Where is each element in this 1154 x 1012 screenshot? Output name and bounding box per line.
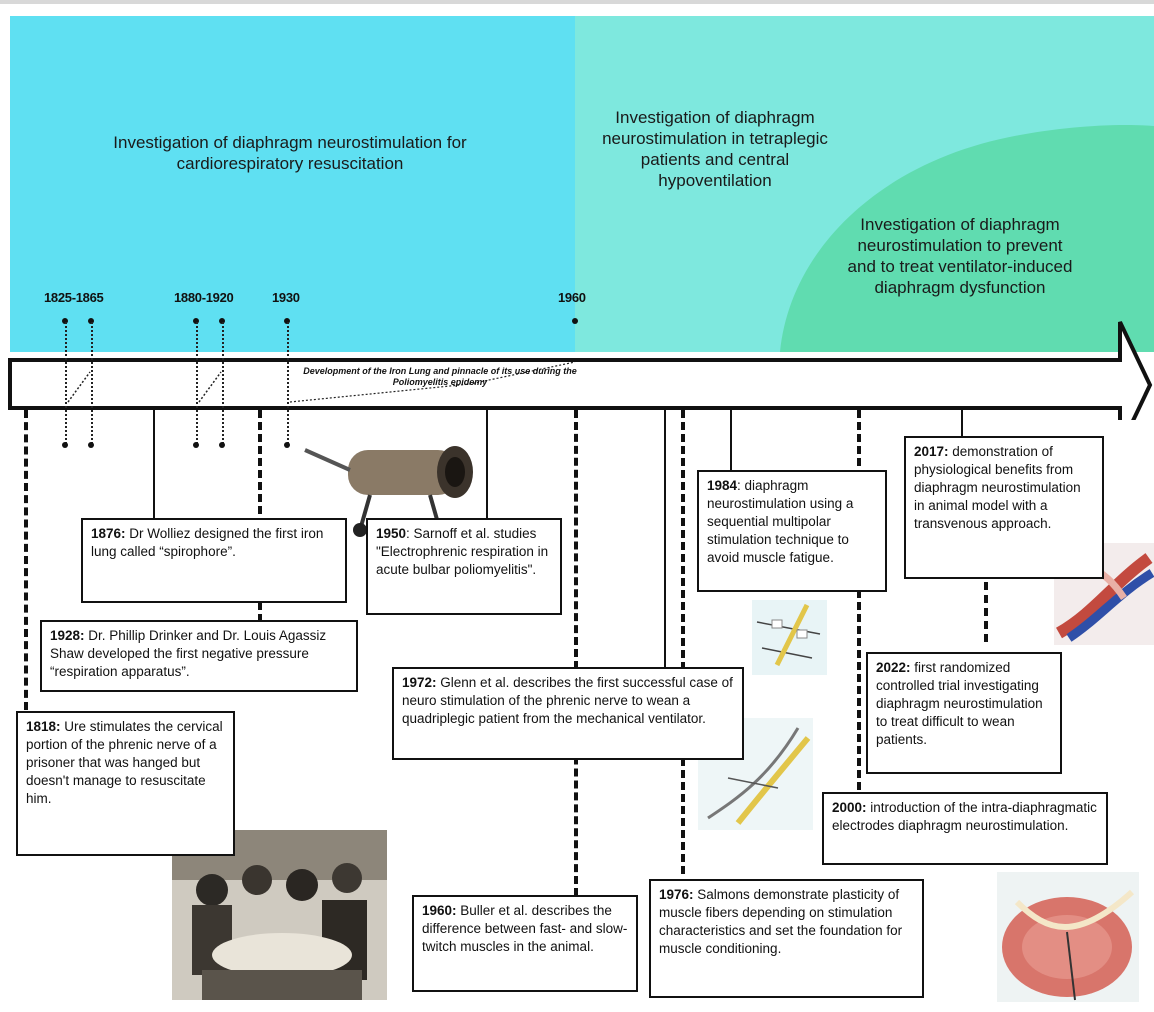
connector-2017: [961, 410, 963, 438]
phase-heading-2: Investigation of diaphragm neurostimulat…: [602, 108, 828, 190]
connector-1876: [153, 410, 155, 518]
event-text: Dr Wolliez designed the first iron lung …: [91, 526, 324, 559]
event-1928: 1928: Dr. Phillip Drinker and Dr. Louis …: [40, 620, 358, 692]
event-text: Buller et al. describes the difference b…: [422, 903, 628, 954]
year-label-1930: 1930: [272, 290, 300, 305]
event-text: introduction of the intra-diaphragmatic …: [832, 800, 1097, 833]
marker-stem-1825: [65, 322, 67, 444]
phase-band-3: [780, 124, 1154, 352]
event-text: Glenn et al. describes the first success…: [402, 675, 733, 726]
connector-1984: [730, 410, 732, 470]
connector-1818: [24, 410, 28, 710]
marker-dot-1930: [284, 318, 290, 324]
event-text: demonstration of physiological benefits …: [914, 444, 1081, 531]
connector-1972: [664, 410, 666, 668]
diaphragm-muscle-icon: [997, 872, 1139, 1002]
event-year: 1818:: [26, 719, 61, 734]
event-year: 1976:: [659, 887, 694, 902]
marker-dot-1865: [88, 318, 94, 324]
marker-stem-1880: [196, 322, 198, 444]
connector-1976: [681, 410, 685, 874]
top-border: [0, 0, 1154, 4]
timeline-arrow: [8, 321, 1153, 420]
event-text: Salmons demonstrate plasticity of muscle…: [659, 887, 903, 956]
marker-dot-1920: [219, 318, 225, 324]
year-label-1960: 1960: [558, 290, 586, 305]
event-year: 1972:: [402, 675, 437, 690]
event-2000: 2000: introduction of the intra-diaphrag…: [822, 792, 1108, 865]
event-year: 1960:: [422, 903, 457, 918]
phase-heading-1: Investigation of diaphragm neurostimulat…: [113, 133, 467, 173]
marker-dot-1960: [572, 318, 578, 324]
multipolar-electrode-icon: [752, 600, 827, 675]
event-1876: 1876: Dr Wolliez designed the first iron…: [81, 518, 347, 603]
year-label-1825-1865: 1825-1865: [44, 290, 104, 305]
event-year: 2000:: [832, 800, 867, 815]
event-1972: 1972: Glenn et al. describes the first s…: [392, 667, 744, 760]
event-year: 2022:: [876, 660, 911, 675]
event-text: : Sarnoff et al. studies "Electrophrenic…: [376, 526, 549, 577]
connector-2022: [984, 582, 988, 642]
event-text: Dr. Phillip Drinker and Dr. Louis Agassi…: [50, 628, 327, 679]
event-1984: 1984: diaphragm neurostimulation using a…: [697, 470, 887, 592]
event-1960: 1960: Buller et al. describes the differ…: [412, 895, 638, 992]
phase-heading-3: Investigation of diaphragm neurostimulat…: [847, 215, 1073, 297]
marker-dot-1930-bottom: [284, 442, 290, 448]
event-year: 1984: [707, 478, 738, 493]
connector-1950: [486, 410, 488, 520]
event-1976: 1976: Salmons demonstrate plasticity of …: [649, 879, 924, 998]
connector-1960: [574, 410, 578, 896]
event-year: 1950: [376, 526, 407, 541]
event-text: first randomized controlled trial invest…: [876, 660, 1043, 747]
event-year: 1876:: [91, 526, 126, 541]
connector-2000: [857, 410, 861, 790]
marker-dot-1825: [62, 318, 68, 324]
marker-dot-1880: [193, 318, 199, 324]
phase-band-1: [10, 16, 575, 352]
marker-dot-1865-bottom: [88, 442, 94, 448]
marker-dot-1880-bottom: [193, 442, 199, 448]
event-1818: 1818: Ure stimulates the cervical portio…: [16, 711, 235, 856]
range-marks: [67, 361, 576, 403]
marker-dot-1825-bottom: [62, 442, 68, 448]
marker-stem-1920: [222, 322, 224, 444]
event-2022: 2022: first randomized controlled trial …: [866, 652, 1062, 774]
event-2017: 2017: demonstration of physiological ben…: [904, 436, 1104, 579]
iron-lung-photo-icon: [304, 446, 473, 537]
connector-1928: [258, 410, 262, 622]
event-1950: 1950: Sarnoff et al. studies "Electrophr…: [366, 518, 562, 615]
event-text: : diaphragm neurostimulation using a seq…: [707, 478, 854, 565]
event-year: 2017:: [914, 444, 949, 459]
event-year: 1928:: [50, 628, 85, 643]
marker-dot-1920-bottom: [219, 442, 225, 448]
marker-stem-1865: [91, 322, 93, 444]
event-text: Ure stimulates the cervical portion of t…: [26, 719, 223, 806]
year-label-1880-1920: 1880-1920: [174, 290, 234, 305]
marker-stem-1930: [287, 322, 289, 444]
iron-lung-note: Development of the Iron Lung and pinnacl…: [303, 366, 577, 387]
